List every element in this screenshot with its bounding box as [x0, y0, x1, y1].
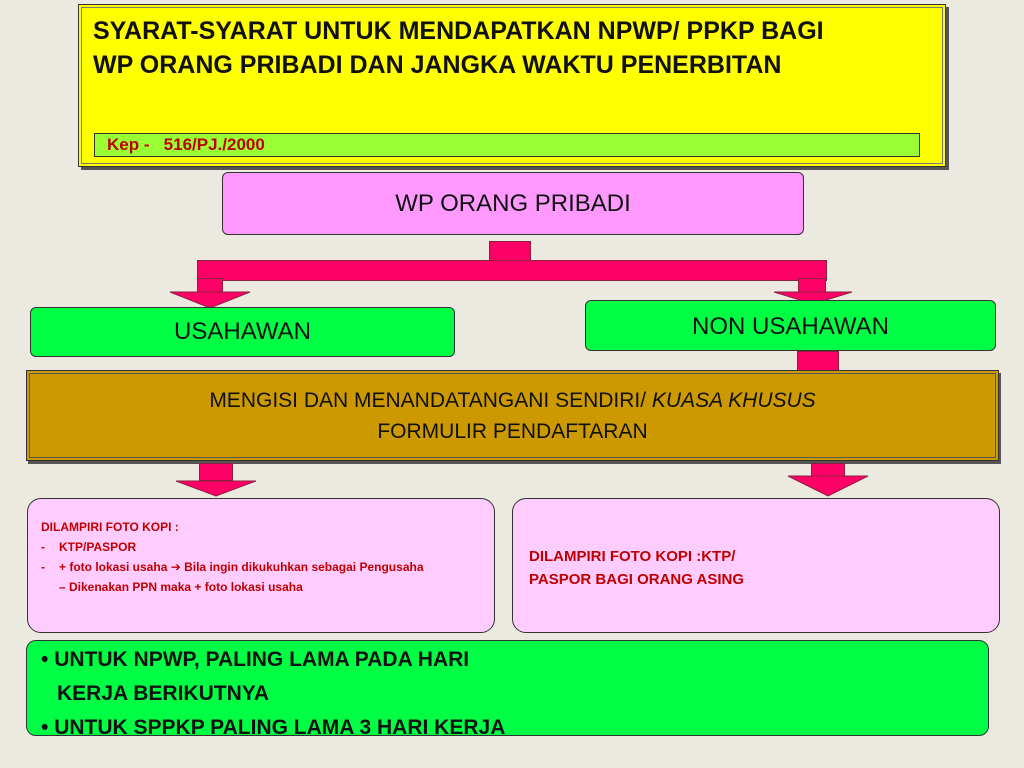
node-usahawan: USAHAWAN	[30, 307, 455, 357]
attachment-heading: DILAMPIRI FOTO KOPI :	[41, 520, 179, 534]
attachment-usahawan: DILAMPIRI FOTO KOPI : - KTP/PASPOR - + f…	[27, 498, 495, 633]
list-dash: -	[41, 540, 45, 554]
arrow-down-icon	[175, 480, 257, 497]
form-band-text: MENGISI DAN MENANDATANGANI SENDIRI/	[209, 388, 652, 412]
attachment-non-usahawan: DILAMPIRI FOTO KOPI :KTP/ PASPOR BAGI OR…	[512, 498, 1000, 633]
connector-horizontal	[197, 260, 827, 281]
form-instruction-band: MENGISI DAN MENANDATANGANI SENDIRI/ KUAS…	[26, 370, 999, 461]
arrow-down-icon	[169, 291, 251, 309]
list-item: • UNTUK NPWP, PALING LAMA PADA HARI	[41, 643, 988, 677]
page-title: SYARAT-SYARAT UNTUK MENDAPATKAN NPWP/ PP…	[93, 14, 933, 82]
form-band-italic: KUASA KHUSUS	[651, 388, 816, 412]
list-item-continuation: KERJA BERIKUTNYA	[57, 682, 269, 705]
list-item-text: UNTUK NPWP, PALING LAMA PADA HARI	[54, 648, 470, 671]
form-band-line-1: MENGISI DAN MENANDATANGANI SENDIRI/ KUAS…	[209, 385, 815, 416]
list-item-text: UNTUK SPPKP PALING LAMA 3 HARI KERJA	[54, 716, 506, 739]
title-line-2: WP ORANG PRIBADI DAN JANGKA WAKTU PENERB…	[93, 51, 782, 79]
list-item-continuation: – Dikenakan PPN maka + foto lokasi usaha	[59, 580, 303, 594]
processing-time-box: • UNTUK NPWP, PALING LAMA PADA HARI KERJ…	[26, 640, 989, 739]
list-item-text: + foto lokasi usaha	[59, 560, 171, 574]
title-line-1: SYARAT-SYARAT UNTUK MENDAPATKAN NPWP/ PP…	[93, 17, 824, 45]
bullet-icon: •	[41, 716, 49, 739]
node-wp-orang-pribadi: WP ORANG PRIBADI	[222, 172, 804, 235]
bullet-icon: •	[41, 648, 49, 671]
arrow-down-icon	[787, 475, 869, 497]
arrow-right-icon: ➔	[170, 560, 181, 574]
attachment-line-2: PASPOR BAGI ORANG ASING	[529, 571, 745, 588]
node-usahawan-label: USAHAWAN	[174, 318, 311, 345]
node-non-usahawan: NON USAHAWAN	[585, 300, 996, 351]
connector-stem	[489, 241, 531, 261]
node-non-usahawan-label: NON USAHAWAN	[692, 313, 889, 340]
decree-reference: Kep - 516/PJ./2000	[94, 133, 920, 157]
connector-left-lower	[199, 463, 233, 481]
list-item: - + foto lokasi usaha ➔ Bila ingin dikuk…	[41, 557, 494, 577]
list-item-text: Bila ingin dikukuhkan sebagai Pengusaha	[180, 560, 424, 574]
arrow-down-icon	[773, 291, 853, 305]
node-wp-orang-pribadi-label: WP ORANG PRIBADI	[395, 189, 631, 217]
list-item: - KTP/PASPOR	[41, 537, 494, 557]
list-item-text: KTP/PASPOR	[59, 540, 137, 554]
list-dash: -	[41, 560, 45, 574]
form-band-line-2: FORMULIR PENDAFTARAN	[377, 419, 648, 443]
attachment-line-1: DILAMPIRI FOTO KOPI :KTP/	[529, 548, 736, 565]
connector-right-stem	[797, 351, 839, 371]
list-item: • UNTUK SPPKP PALING LAMA 3 HARI KERJA	[41, 711, 988, 745]
